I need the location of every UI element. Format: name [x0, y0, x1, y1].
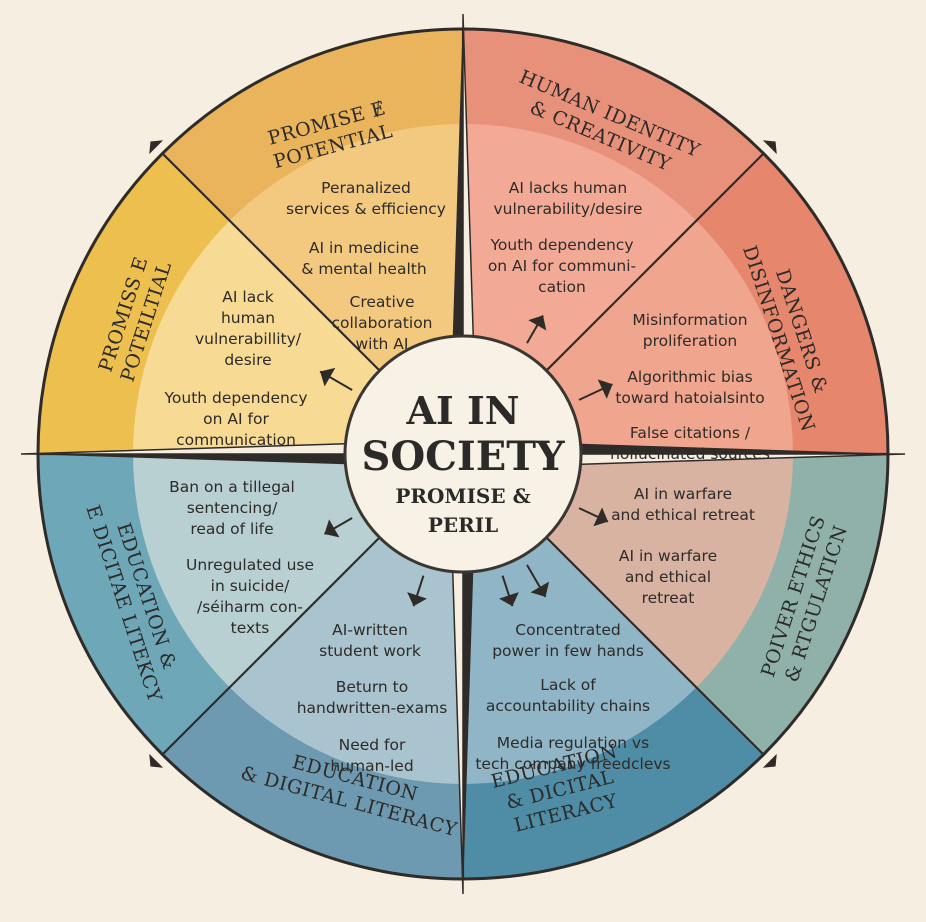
bullet-line: power in few hands — [492, 642, 644, 660]
bullet-item: Youth dependency on AI for communication — [163, 389, 307, 449]
bullet-line: cation — [538, 278, 586, 296]
bullet-line: read of life — [190, 520, 273, 538]
bullet-line: human — [221, 309, 275, 327]
bullet-line: with AI — [356, 335, 409, 353]
bullet-line: /séiharm con- — [197, 598, 303, 616]
bullet-item: Ban on a tillegal sentencing/read of life — [169, 478, 295, 538]
bullet-line: handwritten-exams — [297, 699, 448, 717]
bullet-line: False citations / — [630, 424, 751, 442]
pointer-arrow-head — [324, 519, 340, 538]
bullet-item: Lack of accountability chains — [486, 676, 650, 715]
center-title-line1: AI IN — [406, 388, 520, 433]
bullet-line: Peranalized — [321, 179, 411, 197]
bullet-line: texts — [231, 619, 270, 637]
bullet-line: accountability chains — [486, 697, 650, 715]
bullet-line: and ethical retreat — [611, 506, 755, 524]
bullet-line: student work — [319, 642, 421, 660]
pointer-arrow-head — [597, 379, 613, 399]
bullet-line: Algorithmic bias — [627, 368, 752, 386]
diagonal-tick — [149, 140, 164, 155]
bullet-line: on AI for — [203, 410, 269, 428]
bullet-item: AI-written student work — [319, 621, 421, 660]
center-subtitle-line1: PROMISE & — [395, 484, 530, 508]
bullet-line: in suicide/ — [211, 577, 290, 595]
diagonal-tick — [762, 753, 777, 768]
bullet-line: Youth dependency — [163, 389, 307, 407]
bullet-line: Need for — [339, 736, 406, 754]
pointer-arrow-head — [530, 581, 550, 597]
bullet-line: AI lack — [222, 288, 273, 306]
bullet-line: retreat — [642, 589, 695, 607]
bullet-line: proliferation — [643, 332, 738, 350]
bullet-item: Concentrated power in few hands — [492, 621, 644, 660]
bullet-line: communication — [176, 431, 296, 449]
center-circle — [343, 334, 583, 574]
bullet-item: False citations / hollucinated sources — [610, 424, 770, 463]
bullet-line: Ban on a tillegal — [169, 478, 295, 496]
bullet-line: Misinformation — [632, 311, 747, 329]
bullet-line: Youth dependency — [489, 236, 633, 254]
bullet-line: Beturn to — [336, 678, 408, 696]
bullet-line: collaboration — [332, 314, 433, 332]
pointer-arrow-head — [593, 507, 609, 527]
bullet-item: Peranalized services & efficiency — [286, 179, 446, 218]
bullet-line: toward hatoialsinto — [615, 389, 764, 407]
pointer-arrow-head — [407, 592, 427, 607]
center-title-line2: SOCIETY — [361, 433, 565, 480]
bullet-line: & mental health — [301, 260, 426, 278]
bullet-item: Beturn to handwritten-exams — [297, 678, 448, 717]
bullet-line: AI in medicine — [309, 239, 419, 257]
bullet-line: Lack of — [540, 676, 596, 694]
bullet-line: AI in warfare — [634, 485, 732, 503]
bullet-line: services & efficiency — [286, 200, 446, 218]
bullet-item: Unregulated use in suicide/ /séiharm con-t… — [186, 556, 314, 637]
bullet-item: Algorithmic bias toward hatoialsinto — [615, 368, 764, 407]
bullet-line: Creative — [350, 293, 415, 311]
bullet-item: AI lacks human vulnerability/desire — [493, 179, 642, 218]
bullet-item: Media regulation vs tech company freedcle… — [475, 734, 670, 773]
bullet-item: AI in medicine & mental health — [301, 239, 426, 278]
diagonal-tick — [762, 140, 777, 155]
bullet-item: Creative collaboration with AI — [332, 293, 433, 353]
bullet-line: AI in warfare — [619, 547, 717, 565]
center-hub: AI IN SOCIETY PROMISE & PERIL — [343, 334, 583, 574]
bullet-line: and ethical — [625, 568, 711, 586]
bullet-line: tech company freedclevs — [475, 755, 670, 773]
bullet-line: Concentrated — [515, 621, 620, 639]
bullet-line: sentencing/ — [187, 499, 278, 517]
bullet-line: desire — [224, 351, 271, 369]
pointer-arrow-head — [528, 315, 547, 331]
bullet-item: AI in warfare and ethical retreat — [619, 547, 717, 607]
bullet-item: Youth dependency on AI for communi-cation — [488, 236, 636, 296]
bullet-item: AI in warfare and ethical retreat — [611, 485, 755, 524]
segment-bullets: Peranalized services & efficiency AI in me… — [163, 179, 769, 775]
bullet-line: vulnerabillity/ — [195, 330, 302, 348]
bullet-line: Media regulation vs — [497, 734, 649, 752]
bullet-item: AI lack human vulnerabillity/desire — [195, 288, 302, 369]
center-subtitle-line2: PERIL — [428, 513, 498, 537]
bullet-line: hollucinated sources — [610, 445, 770, 463]
bullet-line: AI lacks human — [509, 179, 627, 197]
pointer-arrows — [319, 314, 613, 607]
pointer-arrow-head — [499, 592, 519, 607]
bullet-line: on AI for communi- — [488, 257, 636, 275]
bullet-line: AI-written — [332, 621, 408, 639]
pointer-arrow-head — [320, 367, 336, 387]
bullet-line: Unregulated use — [186, 556, 314, 574]
bullet-line: vulnerability/desire — [493, 200, 642, 218]
bullet-item: Misinformation proliferation — [632, 311, 747, 350]
diagonal-tick — [149, 753, 164, 768]
bullet-item: Need for human-led — [330, 736, 413, 775]
bullet-line: human-led — [330, 757, 413, 775]
